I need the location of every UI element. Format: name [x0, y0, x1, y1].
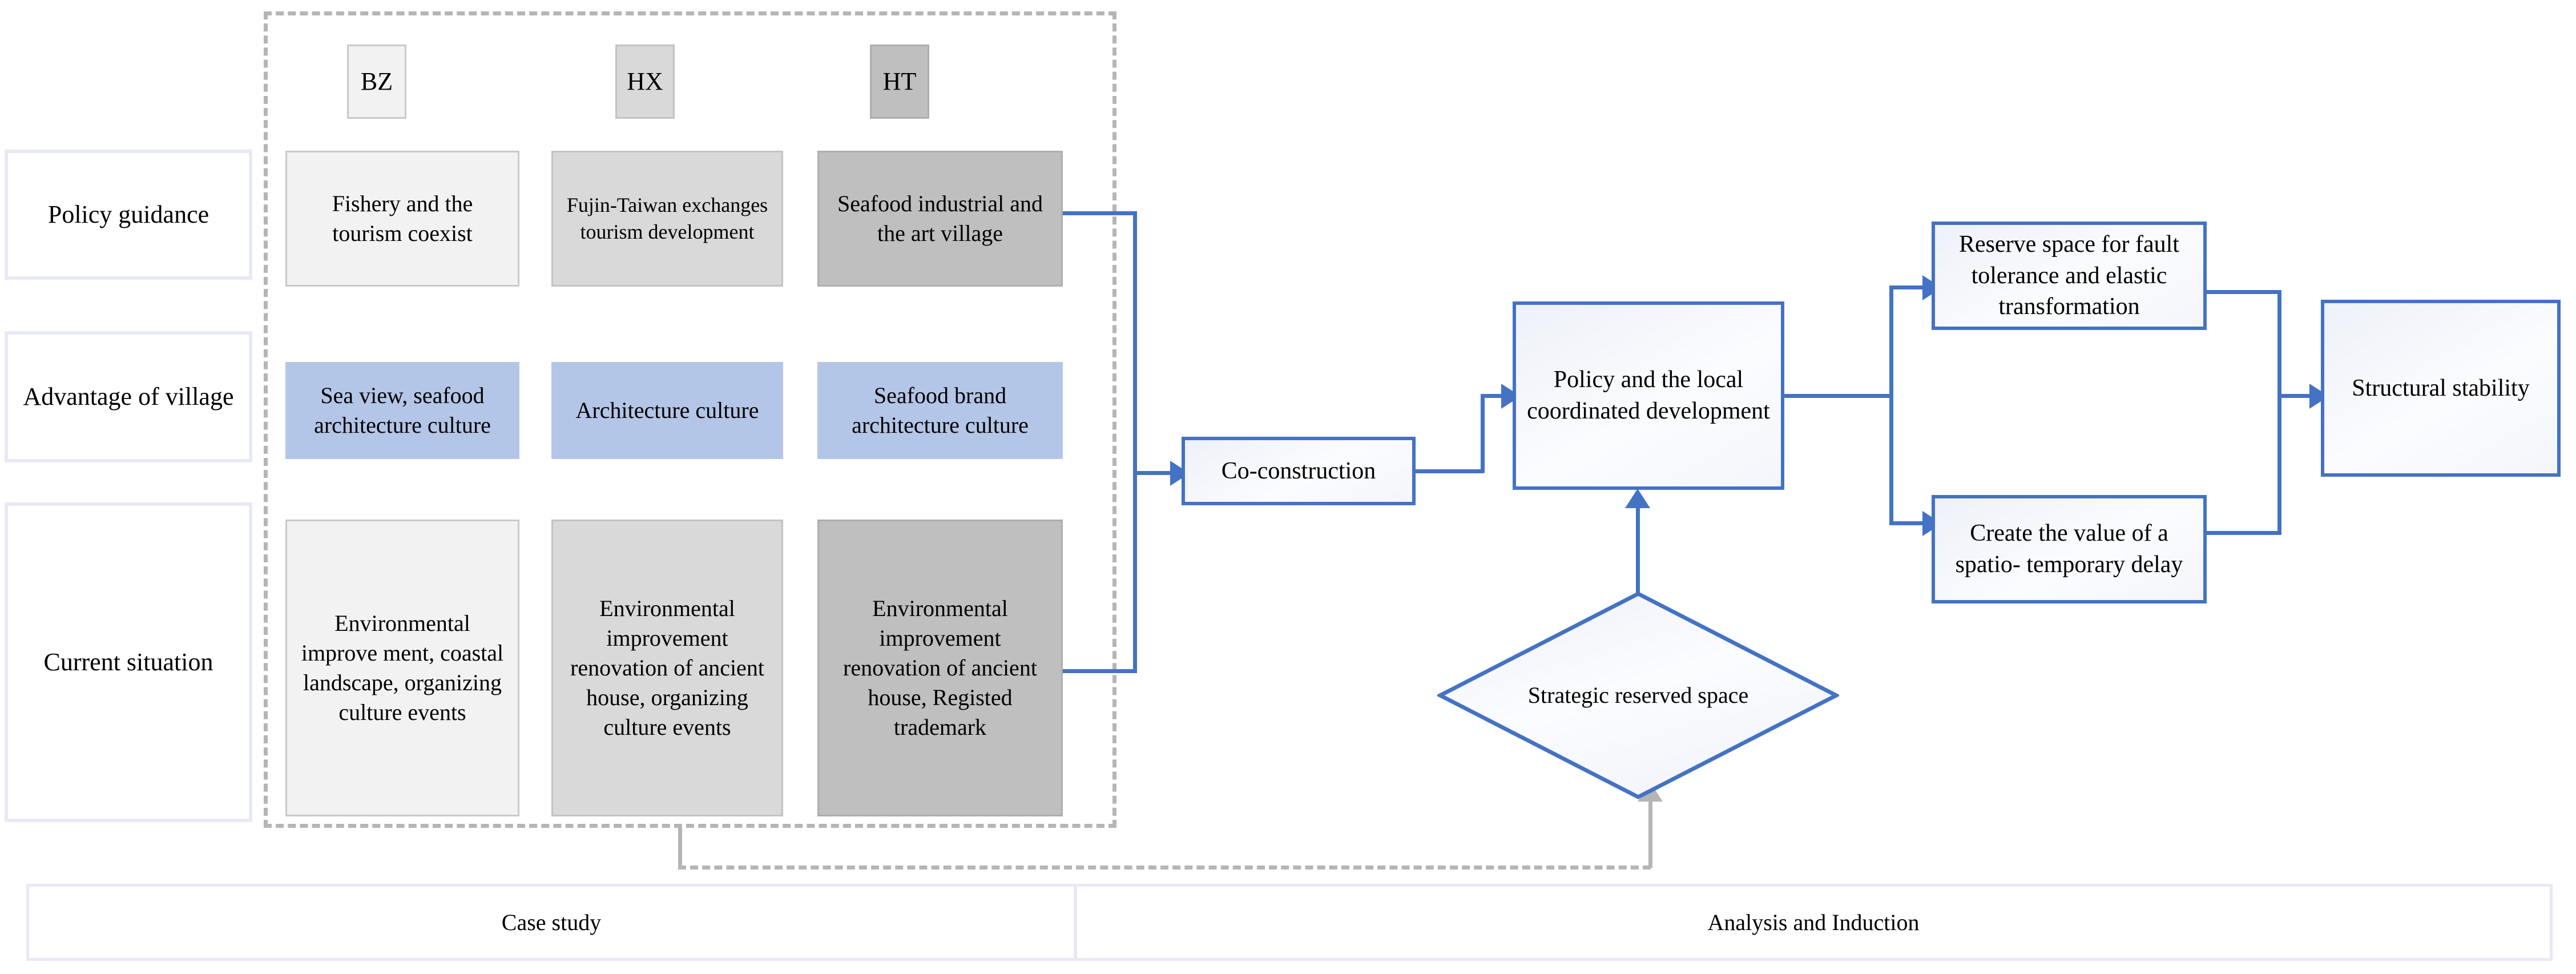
node-strategic-reserved-space[interactable]: Strategic reserved space [1436, 591, 1841, 800]
category-current-situation: Current situation [5, 502, 252, 822]
cell-text: Environmental improvement renovation of … [843, 595, 1037, 740]
connector-spatio-delay-out [2207, 531, 2281, 535]
node-co-construction[interactable]: Co-construction [1182, 437, 1416, 505]
cell-text: Sea view, seafood architecture culture [314, 383, 491, 438]
column-header-label: HX [627, 67, 663, 96]
section-label: Case study [501, 909, 602, 935]
connector-coconstruction-to-policy [1481, 394, 1509, 398]
section-label: Analysis and Induction [1707, 909, 1920, 935]
node-label: Strategic reserved space [1527, 682, 1749, 708]
cell-hx-current-situation: Environmental improvement renovation of … [551, 520, 783, 816]
connector-merge-to-structural [2277, 394, 2317, 398]
category-label: Advantage of village [23, 383, 234, 411]
connector-to-reserve-space [1889, 285, 1929, 289]
cell-ht-current-situation: Environmental improvement renovation of … [817, 520, 1063, 816]
node-label: Reserve space for fault tolerance and el… [1959, 231, 2179, 320]
connector-to-spatio-delay [1889, 521, 1929, 525]
node-label: Co-construction [1221, 457, 1376, 484]
connector-policy-split-vertical [1889, 285, 1893, 525]
cell-text: Environmental improve ment, coastal land… [301, 610, 504, 725]
connector-ht-policy-to-bus [1063, 211, 1137, 215]
cell-bz-current-situation: Environmental improve ment, coastal land… [285, 520, 519, 816]
cell-text: Seafood brand architecture culture [852, 383, 1029, 438]
connector-policy-out [1784, 394, 1893, 398]
cell-text: Fishery and the tourism coexist [332, 191, 473, 246]
cell-text: Environmental improvement renovation of … [570, 595, 764, 740]
column-header-label: HT [882, 67, 917, 96]
section-bar-analysis-induction: Analysis and Induction [1074, 884, 2553, 961]
cell-text: Seafood industrial and the art village [837, 191, 1043, 246]
node-structural-stability[interactable]: Structural stability [2321, 300, 2561, 477]
node-label: Structural stability [2352, 375, 2530, 401]
connector-coconstruction-riser [1481, 394, 1485, 473]
column-header-label: BZ [360, 67, 393, 96]
category-policy-guidance: Policy guidance [5, 150, 252, 280]
category-label: Current situation [43, 648, 213, 677]
connector-reserve-space-out [2207, 290, 2281, 294]
connector-ht-current-to-bus [1063, 669, 1137, 673]
cell-bz-policy-guidance: Fishery and the tourism coexist [285, 151, 519, 287]
column-header-bz: BZ [347, 45, 406, 119]
cell-text: Fujin-Taiwan exchanges tourism developme… [566, 194, 768, 243]
cell-text: Architecture culture [575, 397, 759, 423]
column-header-ht: HT [870, 45, 929, 119]
connector-diamond-to-policy [1636, 508, 1640, 594]
node-reserve-space[interactable]: Reserve space for fault tolerance and el… [1932, 222, 2207, 330]
node-label: Create the value of a spatio- temporary … [1955, 520, 2183, 578]
cell-bz-advantage: Sea view, seafood architecture culture [285, 362, 519, 459]
diamond-shape-icon [1436, 591, 1841, 799]
cell-hx-policy-guidance: Fujin-Taiwan exchanges tourism developme… [551, 151, 783, 287]
case-study-dashed-enclosure [264, 11, 1116, 828]
cell-ht-policy-guidance: Seafood industrial and the art village [817, 151, 1063, 287]
arrowhead-diamond-to-policy-icon [1625, 489, 1650, 508]
cell-hx-advantage: Architecture culture [551, 362, 783, 459]
category-advantage-of-village: Advantage of village [5, 331, 252, 462]
dashed-tail-horizontal [678, 866, 1651, 870]
node-policy-local-coordinated-development[interactable]: Policy and the local coordinated develop… [1513, 301, 1784, 490]
connector-merge-vertical [2277, 290, 2281, 535]
section-bar-case-study: Case study [26, 884, 1077, 961]
connector-bus-to-coconstruction [1133, 471, 1179, 475]
cell-ht-advantage: Seafood brand architecture culture [817, 362, 1063, 459]
connector-bus-vertical [1133, 211, 1137, 673]
connector-coconstruction-out [1416, 469, 1484, 473]
column-header-hx: HX [615, 45, 675, 119]
dashed-tail-vertical [678, 828, 682, 868]
node-label: Policy and the local coordinated develop… [1527, 367, 1770, 424]
node-spatio-temporary-delay[interactable]: Create the value of a spatio- temporary … [1932, 495, 2207, 603]
category-label: Policy guidance [47, 200, 209, 229]
dashed-arrow-stem [1648, 799, 1652, 868]
